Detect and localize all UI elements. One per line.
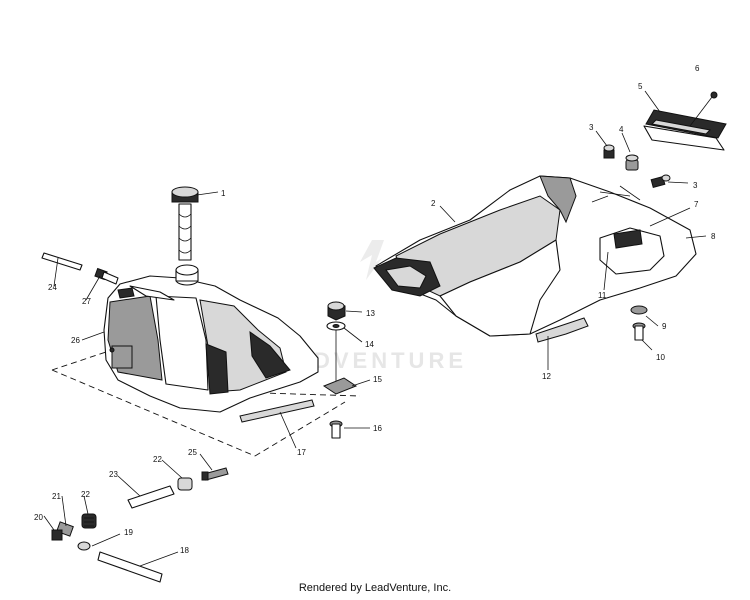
bolt-25 [201,467,229,481]
ring-19 [77,541,91,551]
washer-14 [326,321,346,382]
seat [373,175,697,343]
rod-18 [97,551,163,583]
plate-15 [322,377,358,395]
callout-3-upper: 3 [589,123,594,132]
callout-9: 9 [662,322,667,331]
screw-6 [689,91,718,127]
socket-4 [625,154,639,171]
leader-lines [43,90,707,567]
tank-assembly-outline [51,347,361,457]
callout-17: 17 [297,448,306,457]
callout-12: 12 [542,372,551,381]
bolt-10 [632,322,646,341]
callout-21: 21 [52,492,61,501]
callout-11: 11 [598,291,607,300]
fitting-27 [94,267,119,285]
callout-19: 19 [124,528,133,537]
rod-24 [41,252,83,271]
callout-27: 27 [82,297,91,306]
callout-18: 18 [180,546,189,555]
bolt-16 [329,420,343,439]
taillight-housing-5 [643,109,727,151]
footer-credit: Rendered by LeadVenture, Inc. [298,582,452,594]
callout-5: 5 [638,82,643,91]
nut-13 [327,301,346,321]
callout-24: 24 [48,283,57,292]
callout-7: 7 [694,200,699,209]
callout-3-lower: 3 [693,181,698,190]
end-cap-20 [51,529,63,541]
strap-17 [239,399,315,423]
callout-26: 26 [71,336,80,345]
callout-13: 13 [366,309,375,318]
callout-16: 16 [373,424,382,433]
callout-4: 4 [619,125,624,134]
grommet-22-lower [81,513,97,529]
fuel-sender [171,186,199,261]
callout-22-upper: 22 [153,455,162,464]
rod-23 [127,485,175,509]
callout-15: 15 [373,375,382,384]
callout-14: 14 [365,340,374,349]
callout-2: 2 [431,199,436,208]
callout-8: 8 [711,232,716,241]
callout-6: 6 [695,64,700,73]
callout-10: 10 [656,353,665,362]
callout-22-lower: 22 [81,490,90,499]
callout-1: 1 [221,189,226,198]
callout-23: 23 [109,470,118,479]
callout-25: 25 [188,448,197,457]
bulb-3-lower [650,174,671,189]
washer-9 [630,305,648,315]
callout-20: 20 [34,513,43,522]
bulb-3-upper [603,144,615,159]
fuel-tank [103,264,319,413]
callout-labels: 1 2 3 3 4 5 6 7 8 9 10 11 12 13 14 15 16… [34,64,716,555]
grommet-22-upper [177,477,193,491]
